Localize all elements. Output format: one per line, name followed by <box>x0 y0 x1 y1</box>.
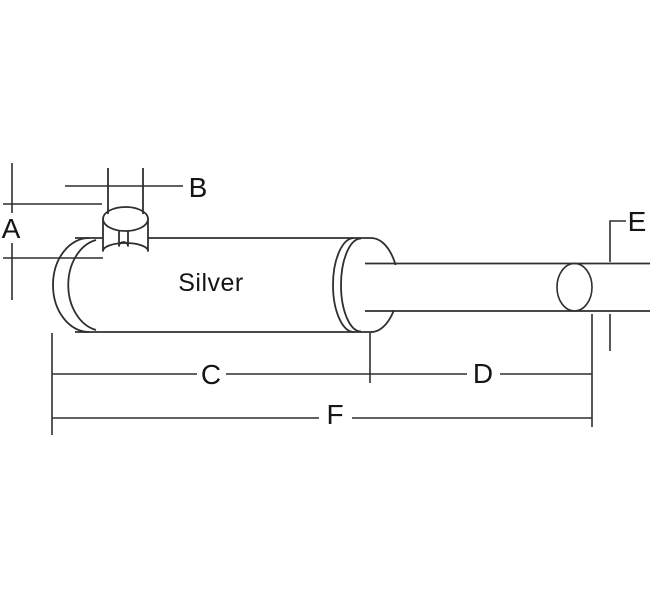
dim-a-label: A <box>2 213 21 244</box>
body-left-endcap-outer-arc <box>52 237 90 333</box>
inlet-bushing-outline <box>102 218 149 252</box>
dim-e-label: E <box>628 206 647 237</box>
labels: A B C D E F Silver <box>0 172 646 430</box>
body-right-rim-outer-arc <box>332 237 355 333</box>
inlet-pipe <box>107 168 144 214</box>
outlet-pipe-end-ellipse <box>556 262 593 312</box>
muffler-body-label: Silver <box>178 269 244 297</box>
dim-f-label: F <box>326 399 343 430</box>
outlet-pipe <box>362 262 650 312</box>
body-left-endcap-inner-arc <box>67 239 97 331</box>
inlet-bushing-top-seam-arc <box>102 206 149 220</box>
inlet-bushing-slot <box>118 230 129 247</box>
body-right-rim-inner-arc <box>340 237 362 333</box>
inlet-bushing <box>102 206 149 252</box>
dim-a-label-bg <box>0 213 24 243</box>
dim-b-label: B <box>189 172 208 203</box>
dim-d-label: D <box>473 358 493 389</box>
dim-e-bracket <box>609 220 626 262</box>
outlet-pipe-fill <box>362 265 650 310</box>
dim-c-label: C <box>201 359 221 390</box>
muffler-body <box>52 237 399 333</box>
